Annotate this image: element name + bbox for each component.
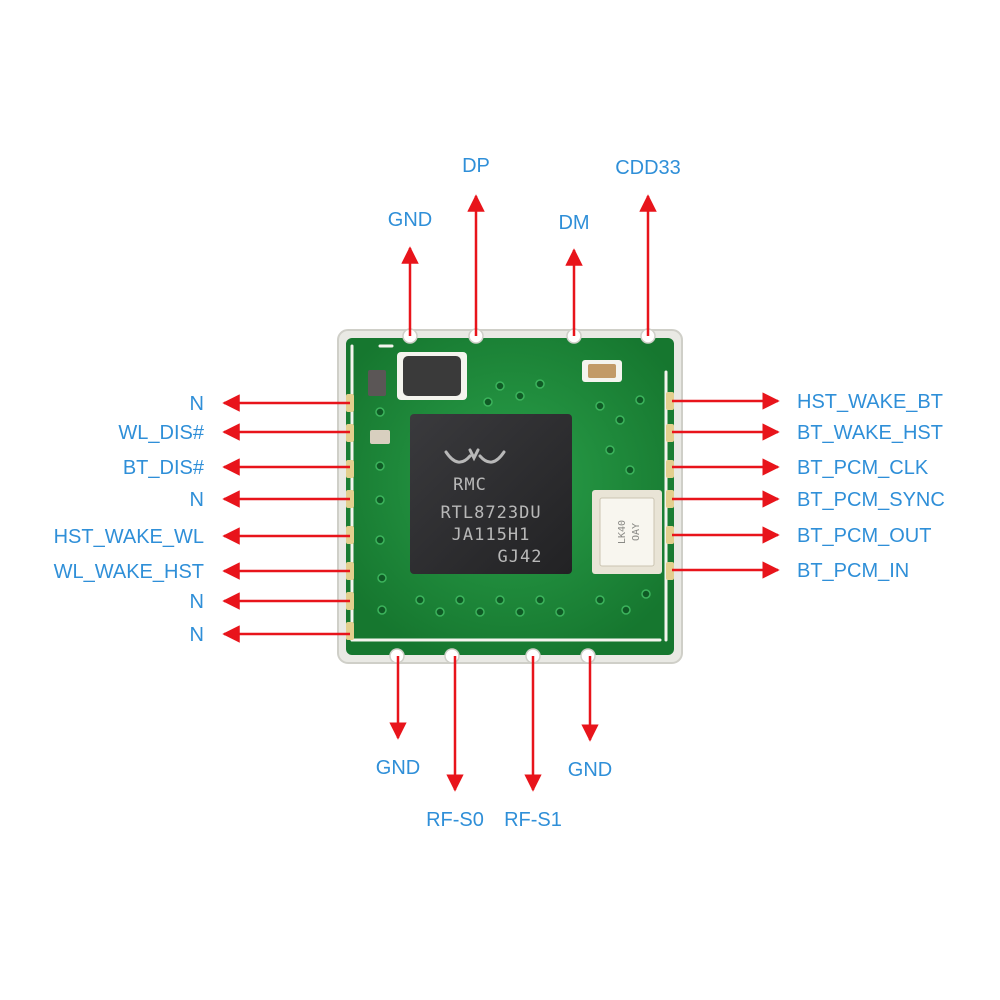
right-hst-wake-bt-label: HST_WAKE_BT bbox=[797, 391, 943, 413]
top-cdd33-label: CDD33 bbox=[615, 157, 681, 179]
pin-arrows bbox=[222, 194, 780, 792]
right-bt-pcm-in-label: BT_PCM_IN bbox=[797, 560, 909, 582]
rtl8723du-chip bbox=[410, 414, 572, 574]
right-bt-pcm-clk-label: BT_PCM_CLK bbox=[797, 457, 929, 479]
inductor-body bbox=[403, 356, 461, 396]
capacitor bbox=[368, 370, 386, 396]
left-n-4-label: N bbox=[190, 624, 204, 646]
vias bbox=[375, 379, 651, 617]
bottom-gnd-2-label: GND bbox=[568, 759, 612, 781]
top-dm-label: DM bbox=[558, 212, 589, 234]
chip-marking-line3: GJ42 bbox=[498, 547, 543, 567]
capacitor bbox=[370, 430, 390, 444]
right-bt-wake-hst-label: BT_WAKE_HST bbox=[797, 422, 943, 444]
left-n-1-label: N bbox=[190, 393, 204, 415]
bottom-rf-s0-label: RF-S0 bbox=[426, 809, 484, 831]
top-dp-label: DP bbox=[462, 155, 490, 177]
left-wl-wake-hst-label: WL_WAKE_HST bbox=[54, 561, 204, 583]
top-gnd-label: GND bbox=[388, 209, 432, 231]
wifi-bt-module: RMC RTL8723DU JA115H1 GJ42 LK40 OAY bbox=[337, 328, 683, 664]
bottom-pads bbox=[389, 648, 596, 664]
left-hst-wake-wl-label: HST_WAKE_WL bbox=[54, 526, 204, 548]
bottom-rf-s1-label: RF-S1 bbox=[504, 809, 562, 831]
left-n-3-label: N bbox=[190, 591, 204, 613]
right-bt-pcm-sync-label: BT_PCM_SYNC bbox=[797, 489, 945, 511]
bottom-gnd-1-label: GND bbox=[376, 757, 420, 779]
left-wl-dis-label: WL_DIS# bbox=[118, 422, 204, 444]
left-bt-dis-label: BT_DIS# bbox=[123, 457, 205, 479]
chip-marking-line1: RTL8723DU bbox=[440, 503, 541, 523]
capacitor bbox=[588, 364, 616, 378]
crystal-top bbox=[599, 497, 655, 567]
chip-logo bbox=[444, 448, 506, 464]
right-edge-pads bbox=[666, 392, 674, 580]
chip-logo-text: RMC bbox=[453, 475, 487, 495]
crystal-marking-line2: OAY bbox=[631, 523, 642, 541]
right-bt-pcm-out-label: BT_PCM_OUT bbox=[797, 525, 931, 547]
crystal-marking-line1: LK40 bbox=[617, 520, 628, 544]
left-n-2-label: N bbox=[190, 489, 204, 511]
chip-marking-line2: JA115H1 bbox=[452, 525, 531, 545]
